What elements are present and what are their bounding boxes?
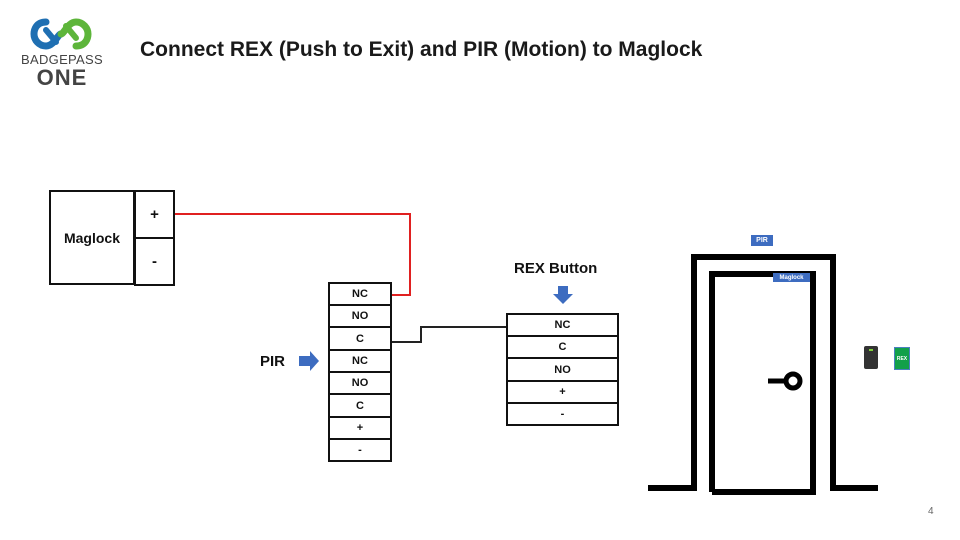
pir-terminal-nc-1: NC <box>328 282 392 306</box>
logo-text-badgepass: BADGEPASS <box>21 52 103 67</box>
rex-terminal-plus: + <box>506 380 619 404</box>
pir-tag: PIR <box>751 235 773 246</box>
rex-terminal-minus: - <box>506 402 619 426</box>
wire-maglock-plus-to-pir-nc <box>175 213 411 296</box>
wire-pir-c-to-rex-nc <box>391 326 507 343</box>
pir-terminal-minus: - <box>328 438 392 462</box>
maglock-terminal-minus: - <box>134 237 175 286</box>
rex-button-icon: REX <box>894 347 910 370</box>
pir-label: PIR <box>260 353 286 370</box>
pir-terminal-block: NC NO C NC NO C + - <box>328 282 392 462</box>
pir-terminal-c-2: C <box>328 393 392 418</box>
maglock-tag: Maglock <box>773 273 810 282</box>
rex-terminal-nc: NC <box>506 313 619 337</box>
door-handle-icon <box>768 371 803 391</box>
arrow-right-icon <box>299 351 319 371</box>
pir-terminal-plus: + <box>328 416 392 440</box>
pir-terminal-no-1: NO <box>328 304 392 328</box>
door-panel <box>709 271 816 495</box>
page-number: 4 <box>928 506 934 517</box>
door-frame <box>648 254 878 491</box>
pir-terminal-nc-2: NC <box>328 349 392 373</box>
arrow-down-icon <box>553 286 573 304</box>
rex-terminal-no: NO <box>506 357 619 382</box>
rex-label: REX Button <box>514 260 598 277</box>
infinity-logo-icon <box>30 18 92 50</box>
door-illustration <box>648 254 878 495</box>
maglock-box: Maglock <box>49 190 135 285</box>
logo-text-one: ONE <box>36 65 88 90</box>
rex-terminal-c: C <box>506 335 619 359</box>
pir-terminal-c-1: C <box>328 326 392 351</box>
rex-terminal-block: NC C NO + - <box>506 313 619 426</box>
maglock-terminal-plus: + <box>134 190 175 239</box>
pir-terminal-no-2: NO <box>328 371 392 395</box>
card-reader-icon <box>864 346 878 369</box>
page-title: Connect REX (Push to Exit) and PIR (Moti… <box>140 38 703 61</box>
